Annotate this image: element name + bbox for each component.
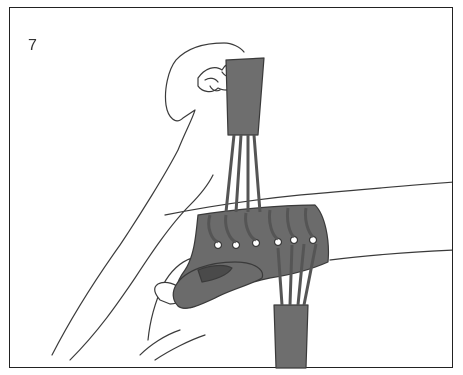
lower-strap-end	[274, 305, 308, 368]
lace-eyelet	[275, 239, 282, 246]
top-strap-end	[226, 58, 264, 135]
lace-eyelet	[215, 242, 222, 249]
lace-eyelet	[291, 237, 298, 244]
lace-eyelet	[233, 242, 240, 249]
patient-forearm-bottom	[330, 250, 455, 260]
lace-eyelet	[310, 237, 317, 244]
lace-eyelet	[253, 240, 260, 247]
